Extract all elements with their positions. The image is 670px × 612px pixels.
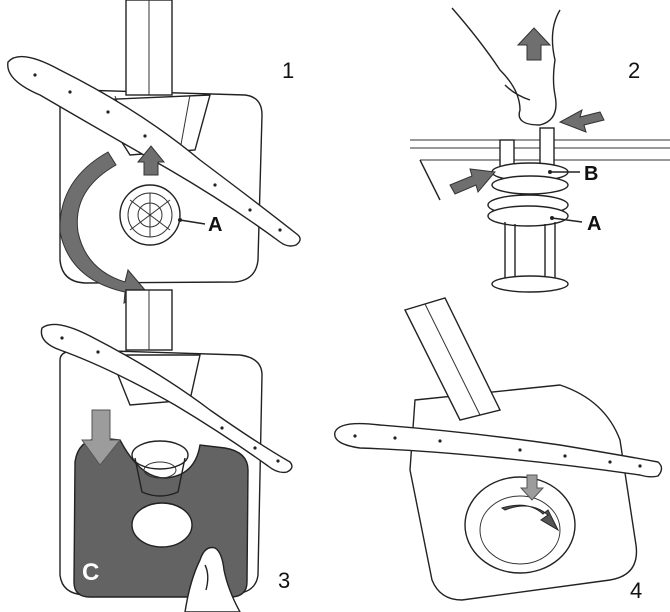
step-number-4: 4: [630, 578, 642, 603]
panel-3: C 3: [41, 290, 292, 612]
step-number-3: 3: [278, 568, 290, 593]
callout-c-panel3: C: [82, 559, 99, 586]
step-number-2: 2: [628, 58, 640, 83]
filter-a-panel1: [120, 185, 180, 245]
filter-assembly-panel2: [488, 128, 568, 292]
panel-4: 4: [335, 298, 662, 603]
panel-1: A 1: [8, 0, 300, 303]
panel-2: B A 2: [410, 8, 670, 292]
left-arrow-icon-panel2: [560, 110, 604, 132]
right-arrow-icon-panel2: [450, 169, 495, 194]
step-number-1: 1: [282, 58, 294, 83]
callout-a-panel1: A: [208, 214, 222, 236]
callout-a-panel2: A: [587, 213, 601, 235]
callout-b-panel2: B: [584, 163, 598, 185]
